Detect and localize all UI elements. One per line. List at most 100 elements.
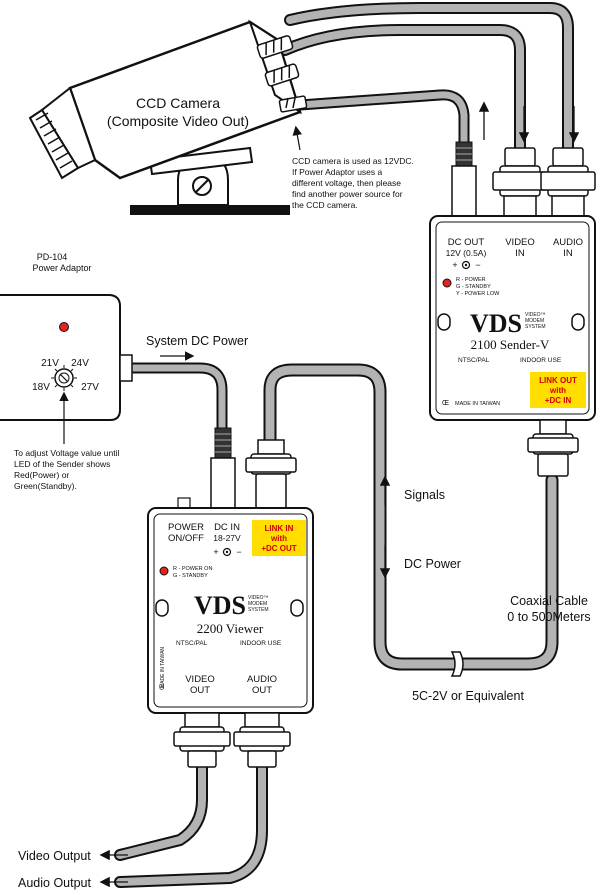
audio-output-label: Audio Output xyxy=(18,876,91,890)
viewer-link-in-connector xyxy=(245,439,297,509)
svg-text:To adjust Voltage value until: To adjust Voltage value until xyxy=(14,448,119,458)
svg-text:ON/OFF: ON/OFF xyxy=(168,533,204,544)
svg-text:VIDEO™: VIDEO™ xyxy=(525,312,546,318)
camera-note: CCD camera is used as 12VDC. If Power Ad… xyxy=(292,156,414,210)
svg-text:LINK IN: LINK IN xyxy=(265,524,294,533)
svg-text:different voltage, then please: different voltage, then please xyxy=(292,178,401,188)
svg-text:MODEM: MODEM xyxy=(525,318,544,324)
sender-video-in-connector xyxy=(492,147,548,217)
viewer-dc-in-label: DC IN xyxy=(214,522,240,533)
voltage-27: 27V xyxy=(81,382,99,393)
voltage-24: 24V xyxy=(71,358,89,369)
camera-dc-connector xyxy=(278,95,308,113)
sender-led-legend-y: Y - POWER LOW xyxy=(456,291,500,297)
voltage-dial-icon xyxy=(51,365,77,391)
signal-direction-arrows xyxy=(478,101,580,143)
svg-text:+: + xyxy=(452,260,457,270)
svg-text:MODEM: MODEM xyxy=(248,601,267,607)
svg-text:Œ: Œ xyxy=(160,684,166,690)
sender-model: 2100 Sender-V xyxy=(471,337,550,352)
coax-label: Coaxial Cable xyxy=(510,594,588,608)
sender-ntsc: NTSC/PAL xyxy=(458,357,490,364)
svg-text:Green(Standby).: Green(Standby). xyxy=(14,481,77,491)
adaptor-name: Power Adaptor xyxy=(32,263,91,273)
sender-link-out-connector xyxy=(527,419,579,477)
svg-text:OUT: OUT xyxy=(190,685,210,696)
coax-length-label: 0 to 500Meters xyxy=(507,610,590,624)
cables xyxy=(114,2,574,888)
sender-brand: VDS xyxy=(470,309,522,338)
viewer-power-label: POWER xyxy=(168,522,204,533)
viewer-made: MADE IN TAIWAN xyxy=(160,647,166,688)
audio-output-cable xyxy=(114,759,268,888)
svg-text:Œ: Œ xyxy=(442,400,449,407)
sender-video-in-label: VIDEO xyxy=(505,237,535,248)
svg-text:with: with xyxy=(270,534,287,543)
sender-made: MADE IN TAIWAN xyxy=(455,401,500,407)
sender-dc-out-connector xyxy=(451,141,477,217)
sender-led-legend-r: R - POWER xyxy=(456,277,486,283)
viewer-audio-out-connector xyxy=(233,712,291,768)
camera-dc-cable xyxy=(294,89,470,156)
svg-text:+: + xyxy=(213,547,218,557)
signals-label: Signals xyxy=(404,488,445,502)
sender-led-icon xyxy=(442,278,452,288)
camera-video-cable xyxy=(279,24,526,156)
adaptor-led-icon xyxy=(59,322,69,332)
adaptor-dc-cable xyxy=(124,362,228,446)
adaptor-model: PD-104 xyxy=(37,252,68,262)
voltage-21: 21V xyxy=(41,358,59,369)
svg-text:+DC OUT: +DC OUT xyxy=(261,544,296,553)
svg-text:SYSTEM: SYSTEM xyxy=(248,607,269,613)
svg-text:CCD camera is used as 12VDC.: CCD camera is used as 12VDC. xyxy=(292,156,414,166)
video-output-cable xyxy=(114,759,208,861)
viewer-video-out-label: VIDEO xyxy=(185,674,215,685)
svg-text:−: − xyxy=(475,260,480,270)
sender-link-out-badge xyxy=(530,372,586,408)
viewer-dc-in-connector xyxy=(210,427,236,509)
svg-text:find another power source for: find another power source for xyxy=(292,189,403,199)
sender-indoor: INDOOR USE xyxy=(520,357,562,364)
svg-text:Red(Power) or: Red(Power) or xyxy=(14,470,69,480)
viewer-led-legend-g: G - STANDBY xyxy=(173,573,208,579)
svg-text:IN: IN xyxy=(515,248,525,259)
camera-subtitle: (Composite Video Out) xyxy=(107,113,249,129)
viewer-video-out-connector xyxy=(173,712,231,768)
viewer-link-in-badge xyxy=(252,520,306,556)
svg-text:the CCD camera.: the CCD camera. xyxy=(292,200,358,210)
svg-text:18-27V: 18-27V xyxy=(213,533,241,543)
camera-audio-connector xyxy=(256,35,294,59)
svg-text:If Power Adaptor uses a: If Power Adaptor uses a xyxy=(292,167,383,177)
ccd-camera: CCD Camera (Composite Video Out) xyxy=(28,19,308,215)
system-dc-label: System DC Power xyxy=(146,334,248,348)
sender-audio-in-label: AUDIO xyxy=(553,237,583,248)
dc-power-label: DC Power xyxy=(404,557,461,571)
camera-video-connector xyxy=(264,63,300,87)
sender-dc-out: DC OUT xyxy=(448,237,485,248)
camera-title: CCD Camera xyxy=(136,95,220,111)
svg-text:OUT: OUT xyxy=(252,685,272,696)
svg-text:−: − xyxy=(236,547,241,557)
adaptor-note: To adjust Voltage value until LED of the… xyxy=(14,448,119,491)
svg-text:with: with xyxy=(549,386,566,395)
sender-audio-in-connector xyxy=(540,147,596,217)
viewer-unit: POWER ON/OFF DC IN 18-27V + − LINK IN wi… xyxy=(147,427,314,768)
svg-text:LINK OUT: LINK OUT xyxy=(539,376,577,385)
viewer-indoor: INDOOR USE xyxy=(240,640,282,647)
voltage-18: 18V xyxy=(32,382,50,393)
cable-break-mark xyxy=(450,651,464,677)
viewer-led-icon xyxy=(159,566,169,576)
svg-text:IN: IN xyxy=(563,248,573,259)
svg-text:LED of the Sender shows: LED of the Sender shows xyxy=(14,459,110,469)
sender-unit: DC OUT 12V (0.5A) + − VIDEO IN AUDIO IN … xyxy=(429,141,596,477)
camera-audio-cable xyxy=(284,2,574,156)
svg-text:+DC IN: +DC IN xyxy=(545,396,572,405)
svg-text:VIDEO™: VIDEO™ xyxy=(248,595,269,601)
power-adaptor: PD-104 Power Adaptor 21V 24V 18V 27V xyxy=(0,252,133,421)
sender-dc-out-spec: 12V (0.5A) xyxy=(446,248,487,258)
viewer-led-legend-r: R - POWER ON xyxy=(173,566,212,572)
viewer-audio-out-label: AUDIO xyxy=(247,674,277,685)
svg-text:SYSTEM: SYSTEM xyxy=(525,324,546,330)
viewer-model: 2200 Viewer xyxy=(197,621,264,636)
